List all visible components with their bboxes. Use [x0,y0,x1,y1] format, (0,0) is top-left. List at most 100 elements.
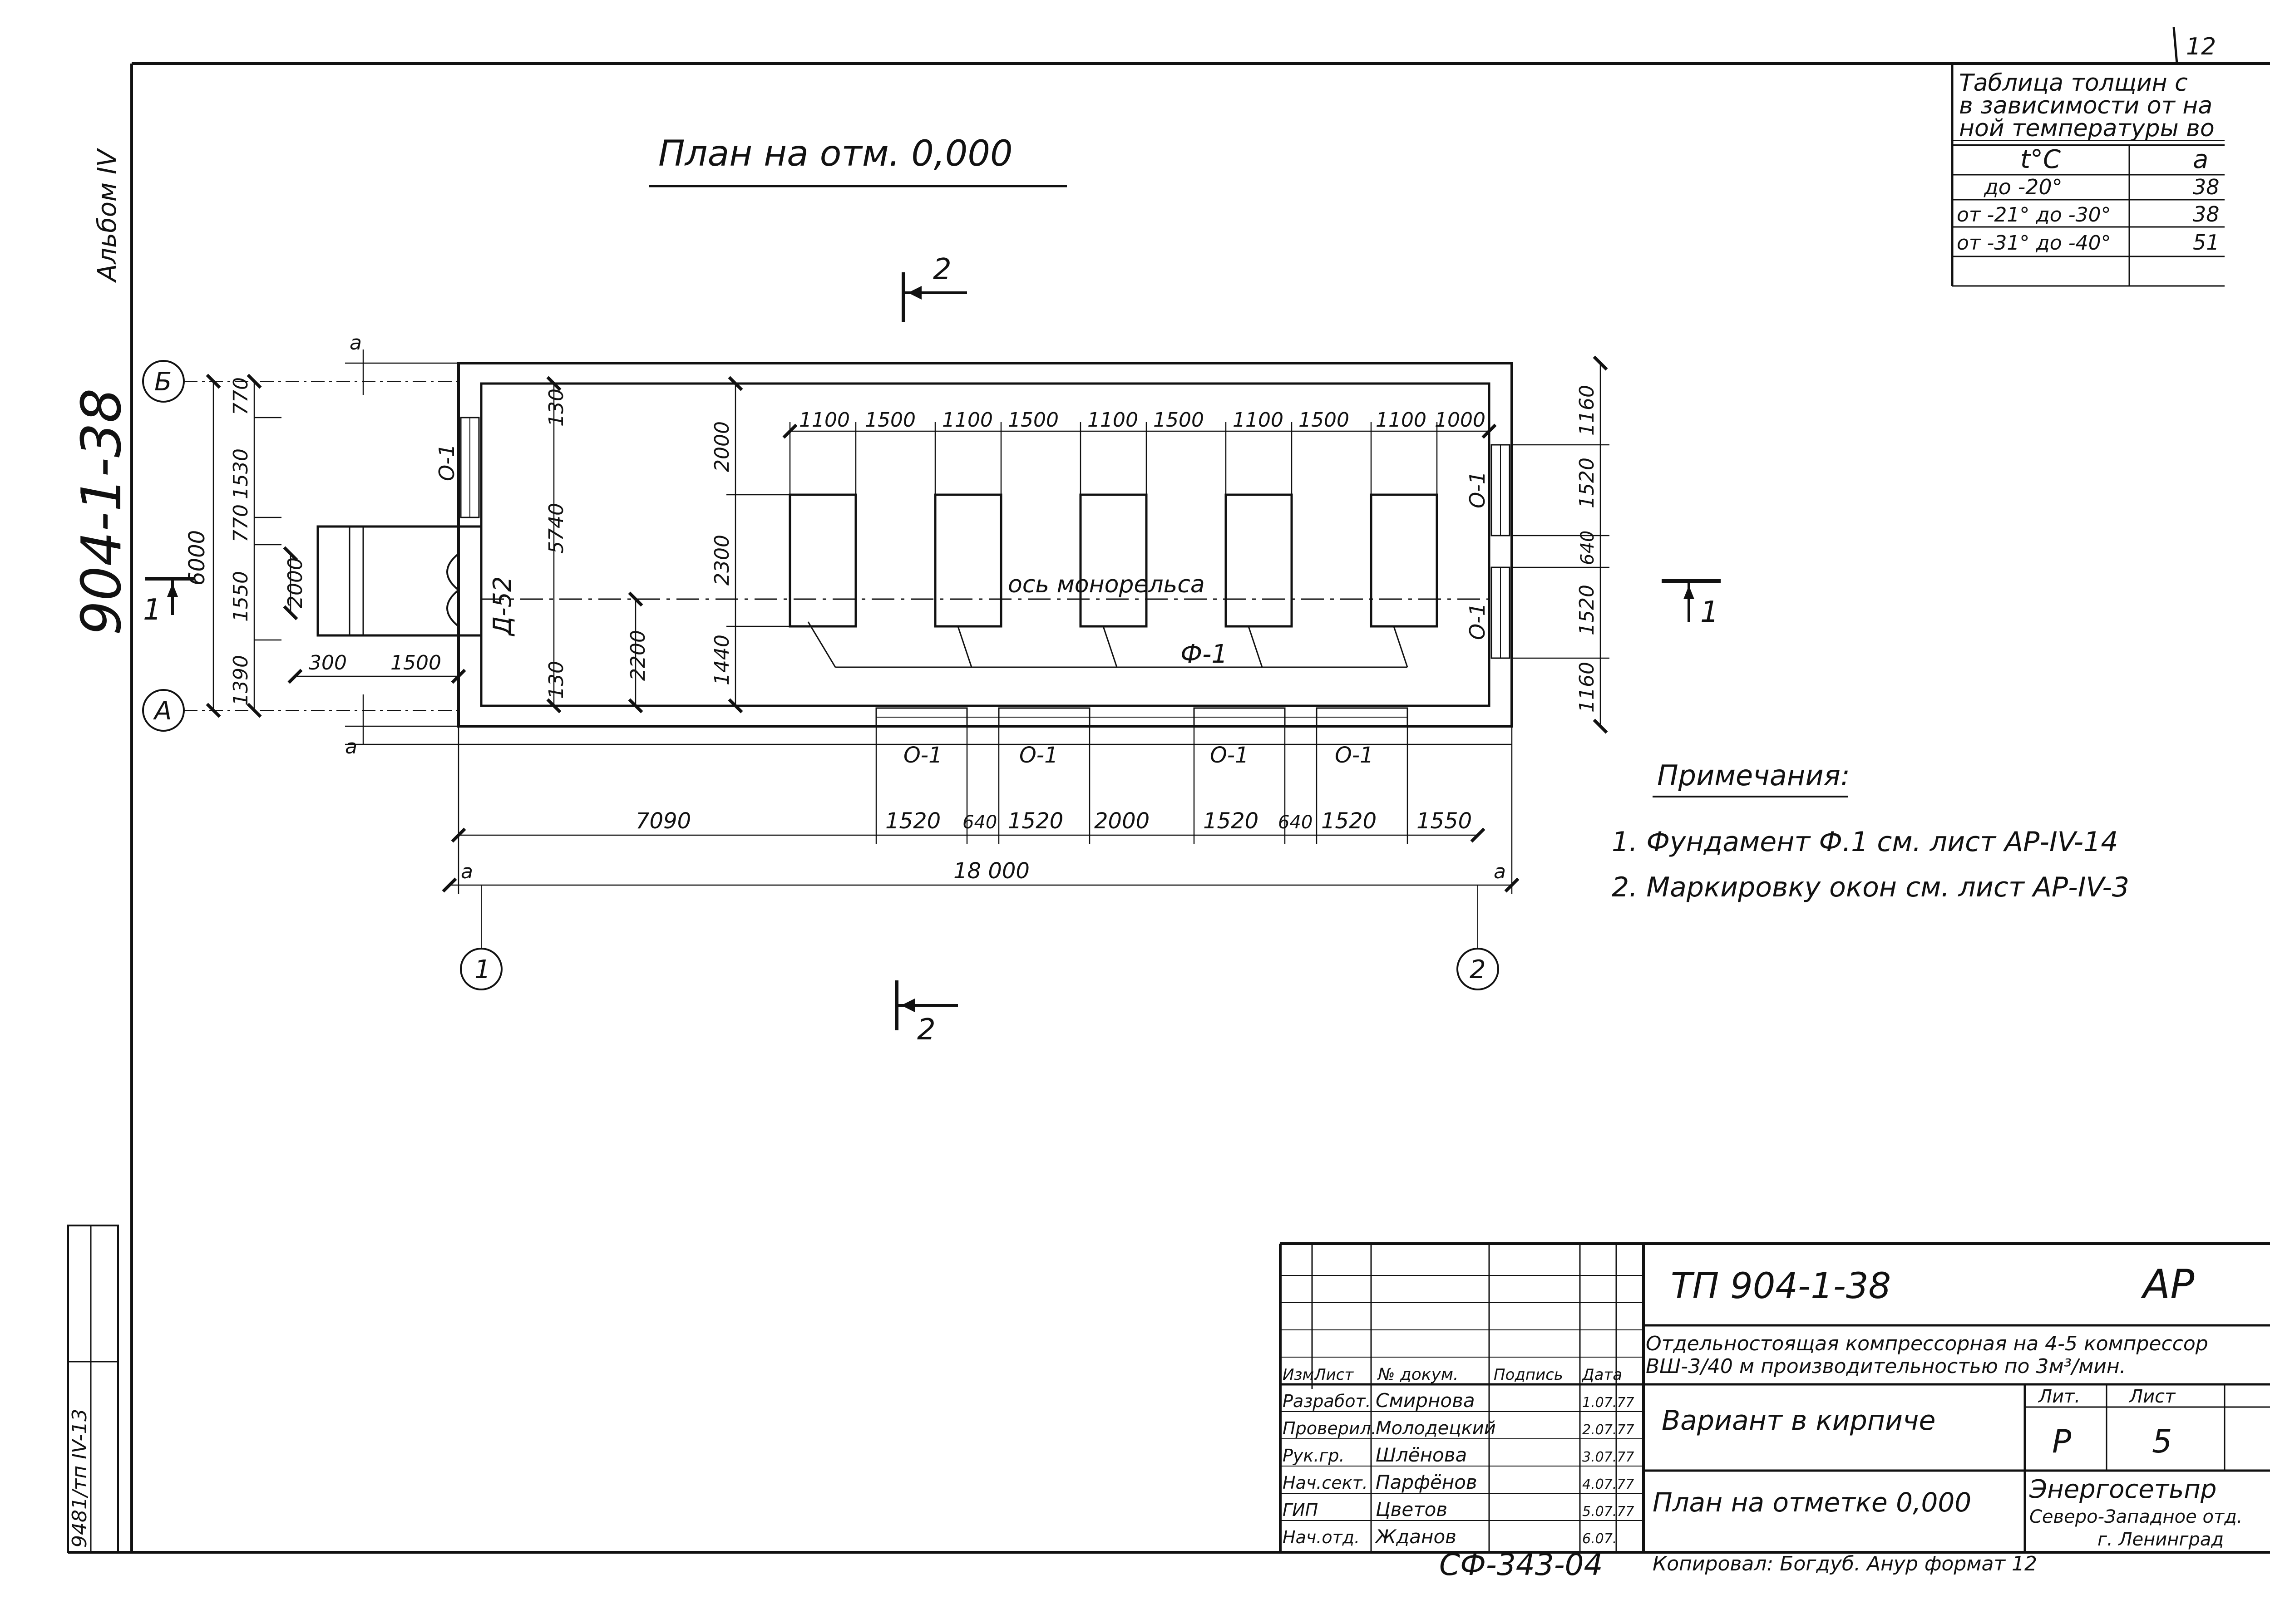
dim-right-3: 640 [1577,531,1598,565]
temp-table-header-a: a [2193,145,2208,174]
stamp-sheet: 5 [2152,1423,2172,1460]
dim-bottom-2: 1520 [885,808,941,834]
axis-offset-a-bottom: а [345,735,357,758]
project-code-vertical: 904-1-38 [70,388,133,635]
dim-interior-130-bottom: 130 [545,661,568,699]
dim-left-1: 770 [229,377,252,415]
dim-entrance-300: 300 [309,651,347,674]
dim-top-5: 1100 [1087,408,1138,432]
temp-table-header-t: t°C [2020,145,2061,174]
dim-top-7: 1100 [1233,408,1283,432]
dim-left-5: 1390 [229,655,252,706]
axis-a-marker [142,689,459,732]
axis-1-label: 1 [474,955,491,984]
section-mark-1-right-label: 1 [1700,595,1719,629]
stamp-name-3: Шлёнова [1376,1444,1467,1466]
sheet-frame [68,27,2270,1554]
dim-top-6: 1500 [1153,408,1204,432]
page-number: 12 [2186,33,2216,60]
note-1: 1. Фундамент Ф.1 см. лист АР-IV-14 [1612,826,2118,858]
stamp-mark: АР [2141,1261,2194,1308]
dim-bottom-8: 1520 [1321,808,1377,834]
dim-interior-130-top: 130 [545,389,568,427]
stamp-name-1: Смирнова [1376,1389,1475,1412]
dim-interior-2200: 2200 [627,630,650,681]
dim-bottom-6: 1520 [1203,808,1258,834]
dim-top-8: 1500 [1298,408,1349,432]
section-mark-2-top-label: 2 [933,253,952,286]
dim-bottom-5: 2000 [1094,808,1150,834]
dim-left-2: 1530 [229,448,252,499]
dim-total: 18 000 [953,858,1030,884]
dim-top-9: 1100 [1376,408,1426,432]
door-label: Д-52 [488,576,517,636]
temp-table-caption-2: в зависимости от на [1959,92,2212,119]
temp-table-row-3-value: 51 [2193,230,2220,255]
building-walls [316,362,1513,728]
stamp-date-5: 5.07.77 [1582,1504,1634,1520]
temp-table-row-1-range: до -20° [1984,175,2063,199]
dim-bottom-7: 640 [1278,812,1313,833]
copied-by: Копировал: Богдуб. Анур формат 12 [1653,1552,2037,1575]
stamp-role-5: ГИП [1283,1500,1318,1520]
stamp-header-doc: № докум. [1377,1365,1458,1384]
dim-right-1: 1160 [1575,385,1599,436]
inventory-box [67,1225,119,1553]
temp-table-caption-3: ной температуры во [1959,115,2215,142]
stamp-lit-header: Лит. [2038,1386,2080,1407]
axis-offset-a-bl: а [461,860,473,883]
stamp-role-6: Нач.отд. [1283,1527,1360,1547]
section-mark-1-right [1662,579,1721,622]
axis-b-marker [142,360,459,403]
stamp-date-4: 4.07.77 [1582,1476,1634,1492]
dim-right-5: 1160 [1575,662,1599,713]
temp-table-row-3-range: от -31° до -40° [1957,231,2111,255]
axis-1-marker [460,885,503,990]
stamp-date-2: 2.07.77 [1582,1422,1634,1438]
axis-offset-a-br: а [1494,860,1506,883]
dim-left-4: 1550 [229,571,252,622]
inventory-number: 9481/тп IV-13 [68,1409,91,1548]
dim-top-10: 1000 [1435,408,1485,432]
monorail-axis-label: ось монорельса [1008,571,1205,598]
stamp-role-1: Разработ. [1283,1391,1371,1411]
stamp-description-2: ВШ-3/40 м производительностью по 3м³/мин… [1646,1355,2126,1378]
dim-bottom-4: 1520 [1008,808,1063,834]
dim-top-1: 1100 [799,408,850,432]
stamp-name-2: Молодецкий [1376,1418,1496,1439]
dim-left-3: 770 [229,504,252,542]
stamp-lit: Р [2052,1423,2072,1460]
dimension-lines [206,349,1609,894]
dim-bottom-9: 1550 [1416,808,1472,834]
stamp-header-change: Изм. [1283,1366,1319,1384]
notes-title: Примечания: [1657,759,1850,792]
axis-2-marker [1456,885,1499,990]
section-mark-1-left-label: 1 [143,593,162,627]
windows-bottom [875,707,1408,727]
window-label-left: О-1 [434,444,459,481]
compressor-foundations [789,493,1438,628]
stamp-role-3: Рук.гр. [1283,1446,1345,1466]
title-block [1279,1242,2270,1552]
dim-entrance-height: 2000 [284,557,307,608]
window-label-right-2: О-1 [1465,603,1490,640]
stamp-date-3: 3.07.77 [1582,1449,1634,1465]
dim-entrance-1500: 1500 [390,651,441,674]
dim-interior-2000: 2000 [711,421,734,472]
axis-b-label: Б [154,367,172,397]
section-mark-2-top [902,272,967,322]
window-label-bottom-2: О-1 [1019,743,1058,768]
dim-top-4: 1500 [1008,408,1059,432]
window-label-bottom-3: О-1 [1210,743,1249,768]
windows-right [1490,444,1510,659]
entrance-door [446,553,459,627]
stamp-org-1: Энергосетьпр [2029,1475,2216,1504]
dim-bottom-3: 640 [962,812,997,833]
stamp-org-2: Северо-Западное отд. [2029,1506,2243,1527]
stamp-date-6: 6.07. [1582,1531,1617,1547]
dim-interior-1440: 1440 [711,635,734,685]
stamp-name-6: Жданов [1374,1526,1456,1548]
section-mark-1-left [145,577,195,615]
foundation-label: Ф-1 [1180,640,1228,669]
